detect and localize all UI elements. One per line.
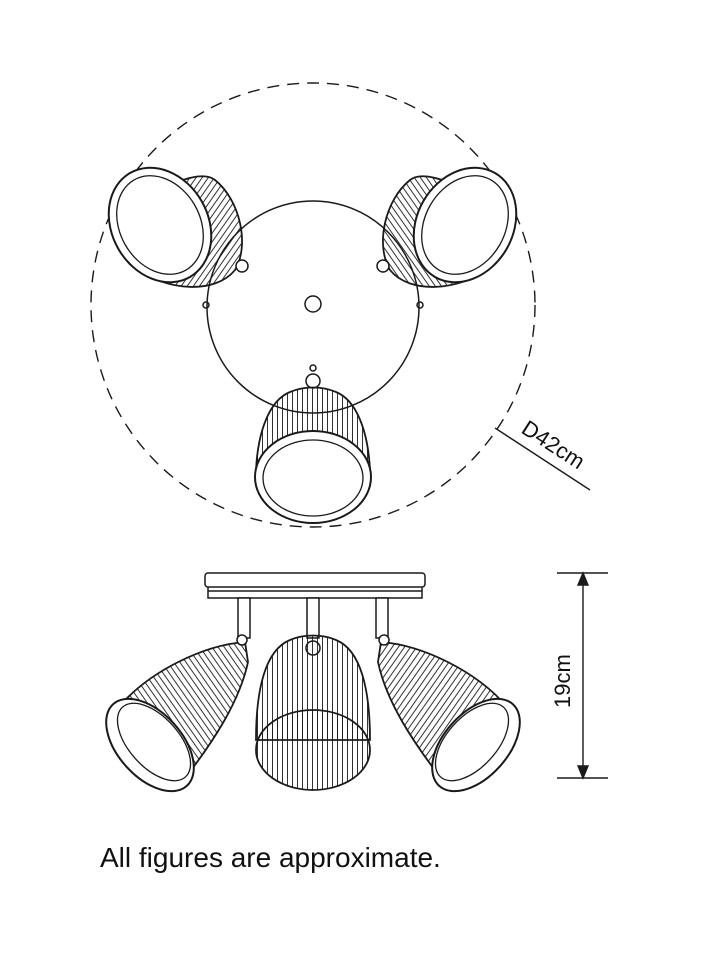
height-label: 19cm [550, 654, 575, 708]
top-shade-left [107, 166, 249, 288]
approximation-note: All figures are approximate. [100, 842, 441, 873]
height-dimension-marker [557, 571, 608, 780]
top-shade-right [376, 166, 518, 288]
ceiling-bar [204, 572, 426, 588]
stem-right [375, 597, 389, 639]
plate-small-screw [309, 364, 317, 372]
side-shade-left [105, 634, 249, 793]
diameter-dimension-marker [494, 427, 591, 491]
side-view [105, 571, 608, 793]
stem-center [306, 597, 320, 639]
plate-side-screw-right [416, 301, 424, 309]
plate-center-hole [304, 295, 322, 313]
side-shade-center [255, 634, 371, 791]
plate-side-screw-left [202, 301, 210, 309]
top-view [90, 82, 591, 528]
overall-diameter-circle [90, 82, 536, 528]
stem-left [237, 597, 251, 639]
side-shade-right [377, 634, 521, 793]
top-shade-bottom [254, 373, 372, 524]
